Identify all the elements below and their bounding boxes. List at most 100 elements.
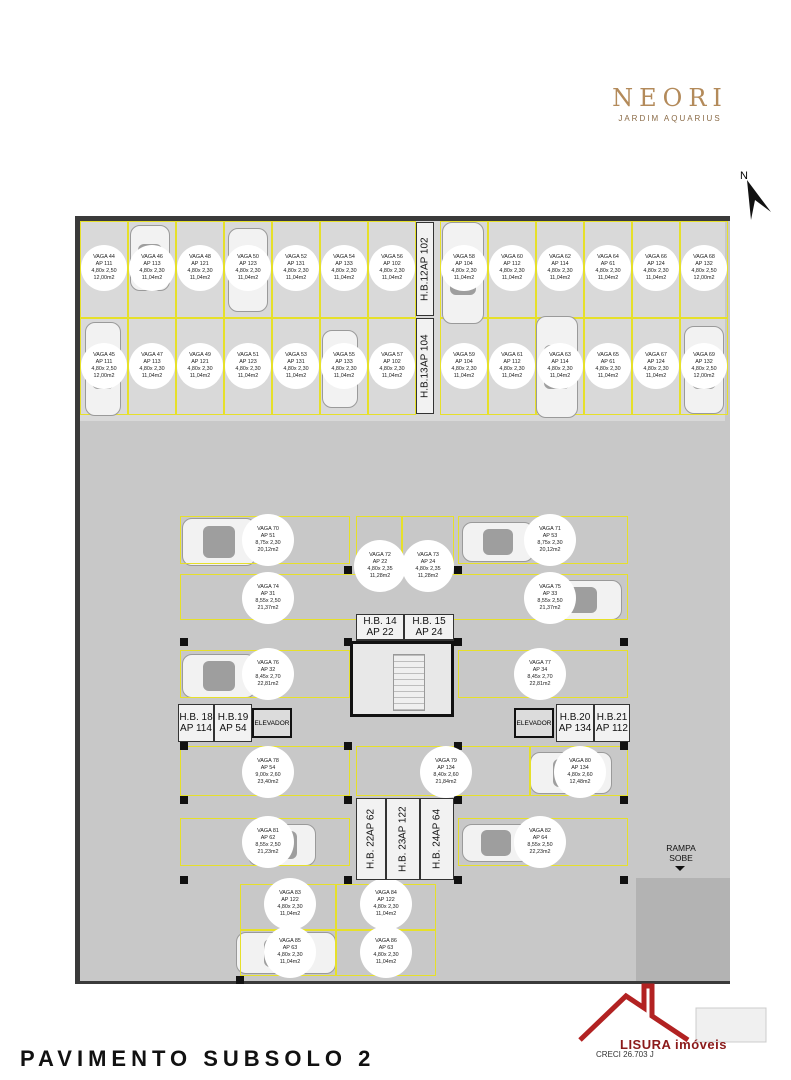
spot-ap: AP 64 xyxy=(532,835,548,841)
parking-spot-outline xyxy=(584,318,632,415)
spot-number: VAGA 46 xyxy=(141,254,163,260)
parking-spot-outline xyxy=(680,221,728,318)
storage-ap: AP 24 xyxy=(415,627,443,638)
storage-id: H.B.21 xyxy=(596,712,628,723)
storage-ap: AP 102 xyxy=(419,237,431,271)
spot-ap: AP 32 xyxy=(260,667,276,673)
spot-number: VAGA 83 xyxy=(279,890,301,896)
spot-dim: 4,80x 2,35 xyxy=(415,566,441,572)
spot-area: 12,48m2 xyxy=(569,779,591,785)
agency-creci: CRECI 26.703 J xyxy=(596,1050,654,1059)
pillar xyxy=(344,638,352,646)
storage-id: H.B.12 xyxy=(419,270,431,301)
spot-area: 11,04m2 xyxy=(189,275,211,281)
spot-area: 22,81m2 xyxy=(529,681,551,687)
spot-area: 11,04m2 xyxy=(381,275,403,281)
pillar xyxy=(620,876,628,884)
spot-area: 21,23m2 xyxy=(257,849,279,855)
spot-number: VAGA 51 xyxy=(237,352,259,358)
storage-id: H.B.13 xyxy=(419,367,431,398)
parking-spot-outline xyxy=(632,221,680,318)
spot-area: 11,04m2 xyxy=(597,373,619,379)
spot-area: 11,28m2 xyxy=(369,573,391,579)
house-roof-icon xyxy=(578,983,767,1043)
spot-area: 11,28m2 xyxy=(417,573,439,579)
spot-ap: AP 24 xyxy=(420,559,436,565)
spot-area: 12,00m2 xyxy=(693,275,715,281)
spot-ap: AP 133 xyxy=(335,261,353,267)
spot-number: VAGA 71 xyxy=(539,526,561,532)
spot-area: 11,04m2 xyxy=(279,959,301,965)
spot-number: VAGA 74 xyxy=(257,584,279,590)
agency-name: LISURA imóveis xyxy=(620,1037,727,1052)
pillar xyxy=(236,976,244,984)
spot-ap: AP 131 xyxy=(287,261,305,267)
spot-dim: 4,80x 2,60 xyxy=(567,772,593,778)
parking-spot-outline xyxy=(584,221,632,318)
spot-dim: 4,80x 2,30 xyxy=(451,366,477,372)
spot-ap: AP 22 xyxy=(372,559,388,565)
spot-area: 11,04m2 xyxy=(453,373,475,379)
parking-spot-outline xyxy=(368,318,416,415)
storage-ap: AP 112 xyxy=(596,723,628,734)
spot-ap: AP 114 xyxy=(551,359,569,365)
spot-number: VAGA 61 xyxy=(501,352,523,358)
parking-spot-outline xyxy=(368,221,416,318)
spot-dim: 4,80x 2,30 xyxy=(139,366,165,372)
spot-number: VAGA 53 xyxy=(285,352,307,358)
pillar xyxy=(180,742,188,750)
spot-number: VAGA 52 xyxy=(285,254,307,260)
spot-area: 11,04m2 xyxy=(375,959,397,965)
spot-ap: AP 112 xyxy=(503,359,521,365)
spot-area: 12,00m2 xyxy=(93,275,115,281)
spot-dim: 4,80x 2,30 xyxy=(595,366,621,372)
spot-area: 11,04m2 xyxy=(381,373,403,379)
spot-ap: AP 124 xyxy=(647,359,665,365)
pillar xyxy=(180,796,188,804)
spot-number: VAGA 44 xyxy=(93,254,115,260)
agency-logo: LISURA imóveis CRECI 26.703 J xyxy=(578,978,778,1062)
spot-area: 11,04m2 xyxy=(237,275,259,281)
storage-ap: AP 134 xyxy=(558,723,592,734)
parking-spot-outline xyxy=(320,318,368,415)
spot-ap: AP 33 xyxy=(542,591,558,597)
elevator-right: ELEVADOR xyxy=(514,708,554,738)
spot-area: 11,04m2 xyxy=(285,275,307,281)
spot-ap: AP 114 xyxy=(551,261,569,267)
spot-area: 11,04m2 xyxy=(333,275,355,281)
spot-ap: AP 51 xyxy=(260,533,276,539)
spot-number: VAGA 59 xyxy=(453,352,475,358)
pillar xyxy=(454,796,462,804)
storage-id: H.B. 24 xyxy=(431,835,443,870)
spot-number: VAGA 67 xyxy=(645,352,667,358)
spot-number: VAGA 80 xyxy=(569,758,591,764)
spot-ap: AP 63 xyxy=(378,945,394,951)
spot-area: 20,12m2 xyxy=(539,547,561,553)
storage-id: H.B. 18 xyxy=(179,712,213,723)
spot-number: VAGA 45 xyxy=(93,352,115,358)
ramp-label-line1: RAMPA xyxy=(666,843,696,853)
storage-ap: AP 122 xyxy=(397,806,409,839)
spot-dim: 4,80x 2,30 xyxy=(643,268,669,274)
pillar xyxy=(180,876,188,884)
pillar xyxy=(344,876,352,884)
pillar xyxy=(620,742,628,750)
spot-number: VAGA 84 xyxy=(375,890,397,896)
